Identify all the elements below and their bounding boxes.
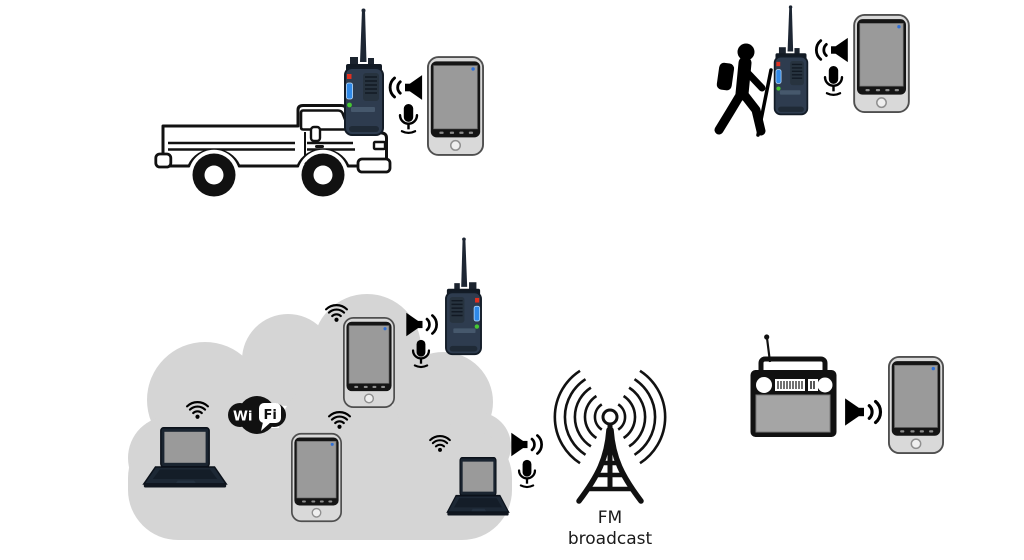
walkie-talkie bbox=[773, 4, 809, 116]
microphone-icon bbox=[823, 64, 844, 97]
laptop bbox=[446, 457, 510, 517]
walkie-talkie bbox=[445, 236, 482, 356]
wifi-logo-fi-text: Fi bbox=[264, 408, 277, 423]
wifi-signal-icon bbox=[327, 411, 352, 430]
microphone-icon bbox=[517, 458, 537, 489]
smartphone bbox=[888, 355, 944, 454]
wifi-logo-wi-text: Wi bbox=[233, 409, 253, 425]
wifi-signal-icon bbox=[185, 401, 210, 420]
radio-waves-icon bbox=[553, 369, 667, 465]
speaker-icon bbox=[843, 396, 883, 428]
speaker-icon bbox=[404, 311, 438, 338]
portable-radio bbox=[748, 332, 840, 440]
fm-label-line1: FM bbox=[598, 508, 622, 528]
speaker-icon bbox=[509, 431, 543, 458]
hiker bbox=[705, 42, 780, 137]
smartphone bbox=[853, 13, 910, 114]
smartphone bbox=[343, 317, 395, 408]
speaker-icon bbox=[388, 73, 424, 102]
microphone-icon bbox=[398, 102, 419, 135]
wifi-logo: Wi Fi bbox=[228, 396, 286, 434]
speaker-icon bbox=[814, 36, 850, 64]
wifi-signal-icon bbox=[429, 435, 451, 453]
microphone-icon bbox=[411, 338, 431, 369]
laptop bbox=[142, 426, 228, 489]
walkie-talkie bbox=[344, 7, 384, 136]
smartphone bbox=[291, 432, 342, 523]
smartphone bbox=[427, 56, 484, 156]
fm-broadcast-tower: FM broadcast bbox=[553, 369, 667, 549]
fm-label-line2: broadcast bbox=[568, 529, 653, 549]
